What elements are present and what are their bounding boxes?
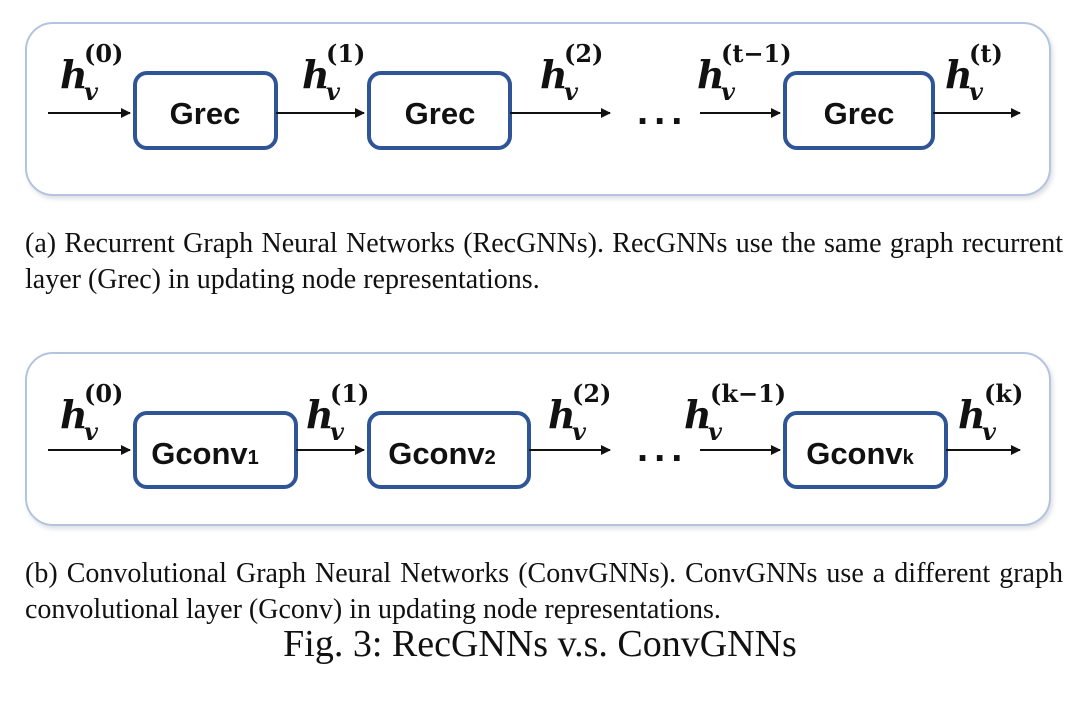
svg-text:h: h <box>60 392 88 437</box>
grec-block-1 <box>133 71 278 150</box>
block-label: Grec <box>170 96 241 131</box>
grec-block-2 <box>367 71 512 150</box>
figure-title: Fig. 3: RecGNNs v.s. ConvGNNs <box>283 623 797 665</box>
convgnn-flow: Gconv1 Gconv2 ... Gconvk h v (0) h v (1)… <box>48 379 1023 489</box>
svg-text:h: h <box>548 392 576 437</box>
svg-text:(t): (t) <box>969 39 1003 68</box>
caption-recgnn: (a) Recurrent Graph Neural Networks (Rec… <box>25 228 1063 295</box>
state-h-prev: h v (k−1) <box>684 379 786 446</box>
state-h-prev: h v (t−1) <box>697 39 792 106</box>
state-h1: h v (1) <box>306 379 369 446</box>
ellipsis: ... <box>637 89 688 133</box>
svg-text:h: h <box>958 392 986 437</box>
svg-text:h: h <box>540 52 568 97</box>
svg-text:(2): (2) <box>564 39 603 68</box>
svg-text:(2): (2) <box>572 379 611 408</box>
grec-block-3 <box>783 71 935 150</box>
state-h1: h v (1) <box>302 39 365 106</box>
svg-text:(1): (1) <box>326 39 365 68</box>
svg-text:v: v <box>564 77 579 106</box>
ellipsis: ... <box>637 426 688 470</box>
state-h-final: h v (k) <box>958 379 1023 446</box>
svg-text:v: v <box>721 77 736 106</box>
caption-convgnn: (b) Convolutional Graph Neural Networks … <box>25 558 1063 625</box>
svg-text:h: h <box>945 52 973 97</box>
svg-text:h: h <box>306 392 334 437</box>
svg-text:(k): (k) <box>984 379 1023 408</box>
svg-text:(1): (1) <box>330 379 369 408</box>
block-label: Gconv2 <box>388 436 496 471</box>
svg-text:(k−1): (k−1) <box>710 379 786 408</box>
block-label: Grec <box>824 96 895 131</box>
svg-text:v: v <box>84 77 99 106</box>
svg-text:(0): (0) <box>84 379 123 408</box>
state-h2: h v (2) <box>540 39 603 106</box>
block-label: Grec <box>405 96 476 131</box>
svg-text:v: v <box>969 77 984 106</box>
svg-text:h: h <box>60 52 88 97</box>
block-label: Gconvk <box>806 436 914 471</box>
state-h2: h v (2) <box>548 379 611 446</box>
state-h0: h v (0) <box>60 379 123 446</box>
state-h0: h v (0) <box>60 39 123 106</box>
svg-text:(t−1): (t−1) <box>721 39 792 68</box>
recgnn-flow: Grec Grec ... Grec h v (0) h v (1) h v (… <box>48 39 1021 150</box>
svg-text:v: v <box>708 417 723 446</box>
svg-text:v: v <box>330 417 345 446</box>
svg-text:h: h <box>302 52 330 97</box>
svg-text:v: v <box>572 417 587 446</box>
svg-text:h: h <box>684 392 712 437</box>
svg-text:v: v <box>982 417 997 446</box>
svg-text:(0): (0) <box>84 39 123 68</box>
svg-text:v: v <box>326 77 341 106</box>
state-h-final: h v (t) <box>945 39 1003 106</box>
block-label: Gconv1 <box>151 436 259 471</box>
svg-text:h: h <box>697 52 725 97</box>
svg-text:v: v <box>84 417 99 446</box>
